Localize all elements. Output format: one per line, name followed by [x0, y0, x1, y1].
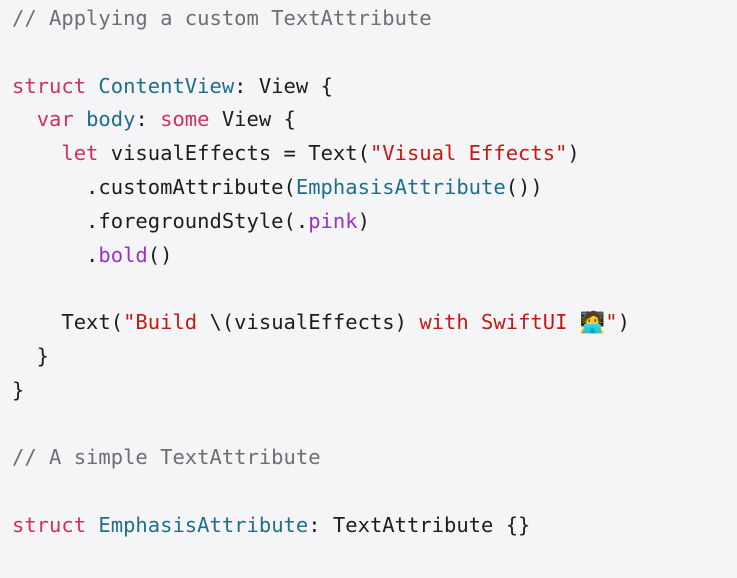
code-token-keyword: some — [160, 107, 210, 132]
code-token-comment: // A simple TextAttribute — [12, 445, 321, 470]
code-token-type: ContentView — [98, 73, 235, 98]
code-token-plain: : — [135, 107, 161, 132]
code-token-plain — [86, 74, 98, 98]
code-token-plain — [86, 513, 98, 537]
code-token-plain: View { — [209, 107, 296, 132]
code-line — [12, 408, 630, 442]
code-token-string: "Visual Effects" — [369, 141, 568, 166]
code-token-plain: ()) — [505, 174, 543, 199]
code-token-plain: ) — [617, 310, 630, 335]
code-token-keyword: var — [36, 107, 74, 132]
code-line: var body: some View { — [12, 103, 630, 137]
code-token-plain: . — [12, 242, 99, 267]
code-token-plain: } — [12, 343, 50, 368]
code-token-plain: } — [12, 377, 25, 402]
code-token-plain: : View { — [234, 73, 333, 98]
code-line: let visualEffects = Text("Visual Effects… — [12, 137, 630, 171]
code-token-string: "Build — [123, 310, 210, 335]
code-token-string: with SwiftUI 🧑‍💻" — [406, 310, 618, 335]
code-token-comment: // Applying a custom TextAttribute — [12, 6, 432, 30]
code-line: } — [12, 374, 630, 408]
code-line: // Applying a custom TextAttribute — [12, 2, 630, 36]
code-token-type: EmphasisAttribute — [295, 174, 506, 199]
code-token-plain: visualEffects = Text( — [98, 141, 370, 166]
code-line: // A simple TextAttribute — [12, 441, 630, 475]
code-token-keyword: struct — [12, 73, 87, 98]
code-token-plain: \(visualEffects) — [209, 310, 407, 335]
code-token-plain: Text( — [12, 310, 124, 335]
code-token-member: pink — [308, 208, 358, 233]
code-token-type: EmphasisAttribute — [98, 512, 309, 537]
code-token-plain: .customAttribute( — [12, 174, 296, 199]
code-token-plain — [12, 107, 37, 131]
code-line: struct EmphasisAttribute: TextAttribute … — [12, 509, 630, 543]
code-line — [12, 272, 630, 306]
code-token-plain: ) — [357, 208, 370, 233]
code-token-keyword: let — [61, 141, 99, 166]
code-block: // Applying a custom TextAttribute struct… — [12, 2, 630, 543]
code-token-plain: : TextAttribute {} — [308, 512, 531, 537]
code-token-type: body — [86, 107, 136, 132]
code-token-plain: .foregroundStyle(. — [12, 208, 309, 233]
code-line: .customAttribute(EmphasisAttribute()) — [12, 171, 630, 205]
code-line: Text("Build \(visualEffects) with SwiftU… — [12, 306, 630, 340]
code-line — [12, 36, 630, 70]
code-token-plain — [74, 107, 86, 131]
code-line: struct ContentView: View { — [12, 70, 630, 104]
code-token-keyword: struct — [12, 512, 87, 537]
code-token-member: bold — [98, 242, 148, 267]
code-token-plain: () — [147, 242, 173, 267]
code-line: } — [12, 340, 630, 374]
code-line — [12, 475, 630, 509]
code-line: .foregroundStyle(.pink) — [12, 205, 630, 239]
code-token-plain: ) — [567, 141, 580, 166]
code-token-plain — [12, 141, 61, 165]
code-line: .bold() — [12, 239, 630, 273]
